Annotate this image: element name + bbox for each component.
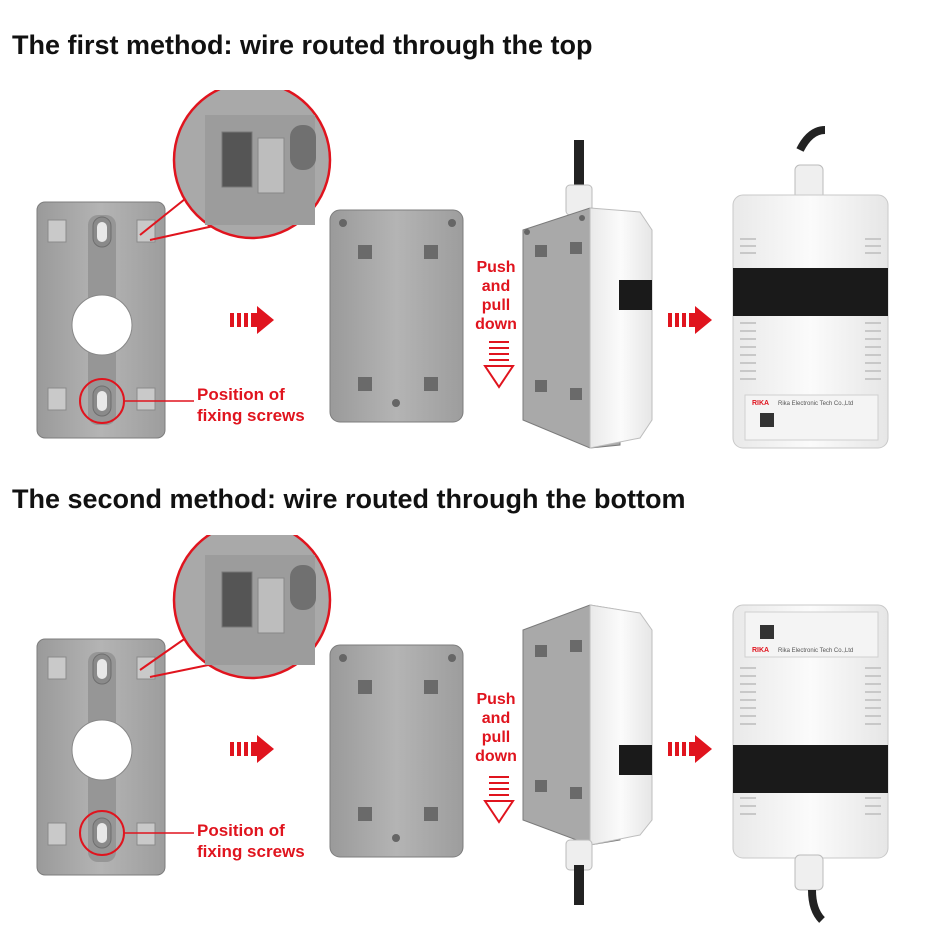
arrow-right-icon — [230, 735, 274, 763]
device-label-company: Rika Electronic Tech Co.,Ltd — [778, 648, 853, 654]
push-word-4: down — [475, 316, 517, 333]
mounting-plate — [36, 201, 166, 439]
device-label-company: Rika Electronic Tech Co.,Ltd — [778, 401, 853, 407]
device-side-view — [522, 140, 653, 449]
arrow-down-icon — [483, 776, 515, 824]
device-front-view: RIKA Rika Electronic Tech Co.,Ltd — [732, 604, 889, 923]
section-1-title: The first method: wire routed through th… — [12, 30, 593, 60]
section-2-title: The second method: wire routed through t… — [12, 484, 686, 514]
push-word-1: Push — [476, 259, 516, 276]
device-back-plate — [329, 209, 464, 423]
callout-line-1: Position of — [197, 385, 285, 404]
device-back-plate — [329, 644, 464, 858]
device-front-view: RIKA Rika Electronic Tech Co.,Ltd — [732, 126, 889, 449]
arrow-right-icon — [668, 735, 712, 763]
arrow-right-icon — [230, 306, 274, 334]
callout-line-1: Position of — [197, 821, 285, 840]
callout-line-2: fixing screws — [197, 406, 305, 425]
push-label: Push and pull down — [472, 258, 520, 334]
device-label-brand: RIKA — [752, 400, 769, 407]
callout-label: Position of fixing screws — [197, 384, 305, 426]
callout-line-2: fixing screws — [197, 842, 305, 861]
arrow-right-icon — [668, 306, 712, 334]
push-word-3: pull — [481, 297, 511, 314]
zoom-callout — [139, 90, 332, 241]
push-word-2: and — [481, 710, 511, 727]
section-1-diagram: RIKA Rika Electronic Tech Co.,Ltd — [36, 90, 889, 449]
device-label-brand: RIKA — [752, 647, 769, 654]
push-word-3: pull — [481, 729, 511, 746]
push-word-2: and — [481, 278, 511, 295]
arrow-down-icon — [483, 341, 515, 389]
push-word-4: down — [475, 748, 517, 765]
zoom-callout — [139, 535, 332, 680]
section-2-diagram: RIKA Rika Electronic Tech Co.,Ltd — [36, 535, 889, 923]
device-side-view — [522, 604, 653, 905]
callout-label: Position of fixing screws — [197, 820, 305, 862]
push-word-1: Push — [476, 691, 516, 708]
mounting-plate — [36, 638, 166, 876]
push-label: Push and pull down — [472, 690, 520, 766]
